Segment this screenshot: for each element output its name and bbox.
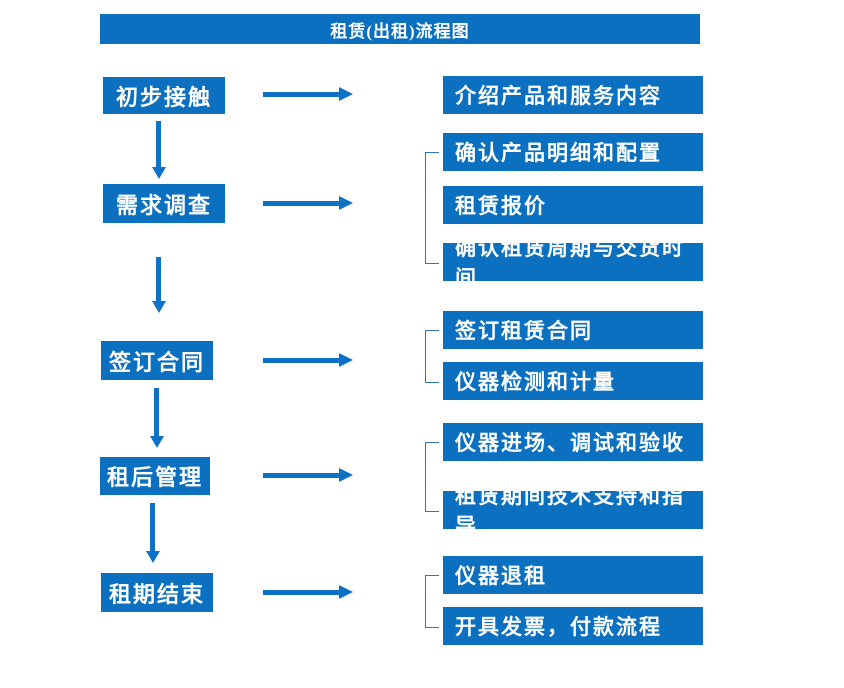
group-bracket xyxy=(425,442,439,512)
detail-box-introduce-products: 介绍产品和服务内容 xyxy=(443,76,703,114)
detail-box-instrument-entry: 仪器进场、调试和验收 xyxy=(443,423,703,461)
step-box-rental-end: 租期结束 xyxy=(101,573,213,612)
group-bracket xyxy=(425,330,439,383)
detail-box-confirm-product-spec: 确认产品明细和配置 xyxy=(443,133,703,171)
down-arrow-icon xyxy=(151,257,166,313)
group-bracket xyxy=(425,575,439,628)
detail-box-instrument-testing: 仪器检测和计量 xyxy=(443,362,703,400)
down-arrow-icon xyxy=(151,121,166,179)
right-arrow-icon xyxy=(263,353,353,367)
right-arrow-icon xyxy=(263,196,353,210)
step-box-initial-contact: 初步接触 xyxy=(103,77,225,114)
detail-box-confirm-period: 确认租赁周期与交货时间 xyxy=(443,236,703,290)
group-bracket xyxy=(425,152,439,264)
down-arrow-icon xyxy=(145,503,160,563)
detail-box-rental-quote: 租赁报价 xyxy=(443,186,703,224)
flowchart-title: 租赁(出租)流程图 xyxy=(100,14,700,44)
down-arrow-icon xyxy=(149,388,164,448)
detail-box-invoice-payment: 开具发票，付款流程 xyxy=(443,607,703,645)
right-arrow-icon xyxy=(263,585,353,599)
right-arrow-icon xyxy=(263,87,353,101)
step-box-sign-contract: 签订合同 xyxy=(101,341,213,380)
detail-box-instrument-return: 仪器退租 xyxy=(443,556,703,594)
step-box-demand-survey: 需求调查 xyxy=(103,184,225,223)
step-box-post-rental-mgmt: 租后管理 xyxy=(100,457,210,495)
detail-box-tech-support: 租赁期间技术支持和指导 xyxy=(443,484,703,538)
detail-box-sign-rental-contract: 签订租赁合同 xyxy=(443,311,703,349)
right-arrow-icon xyxy=(263,468,353,482)
